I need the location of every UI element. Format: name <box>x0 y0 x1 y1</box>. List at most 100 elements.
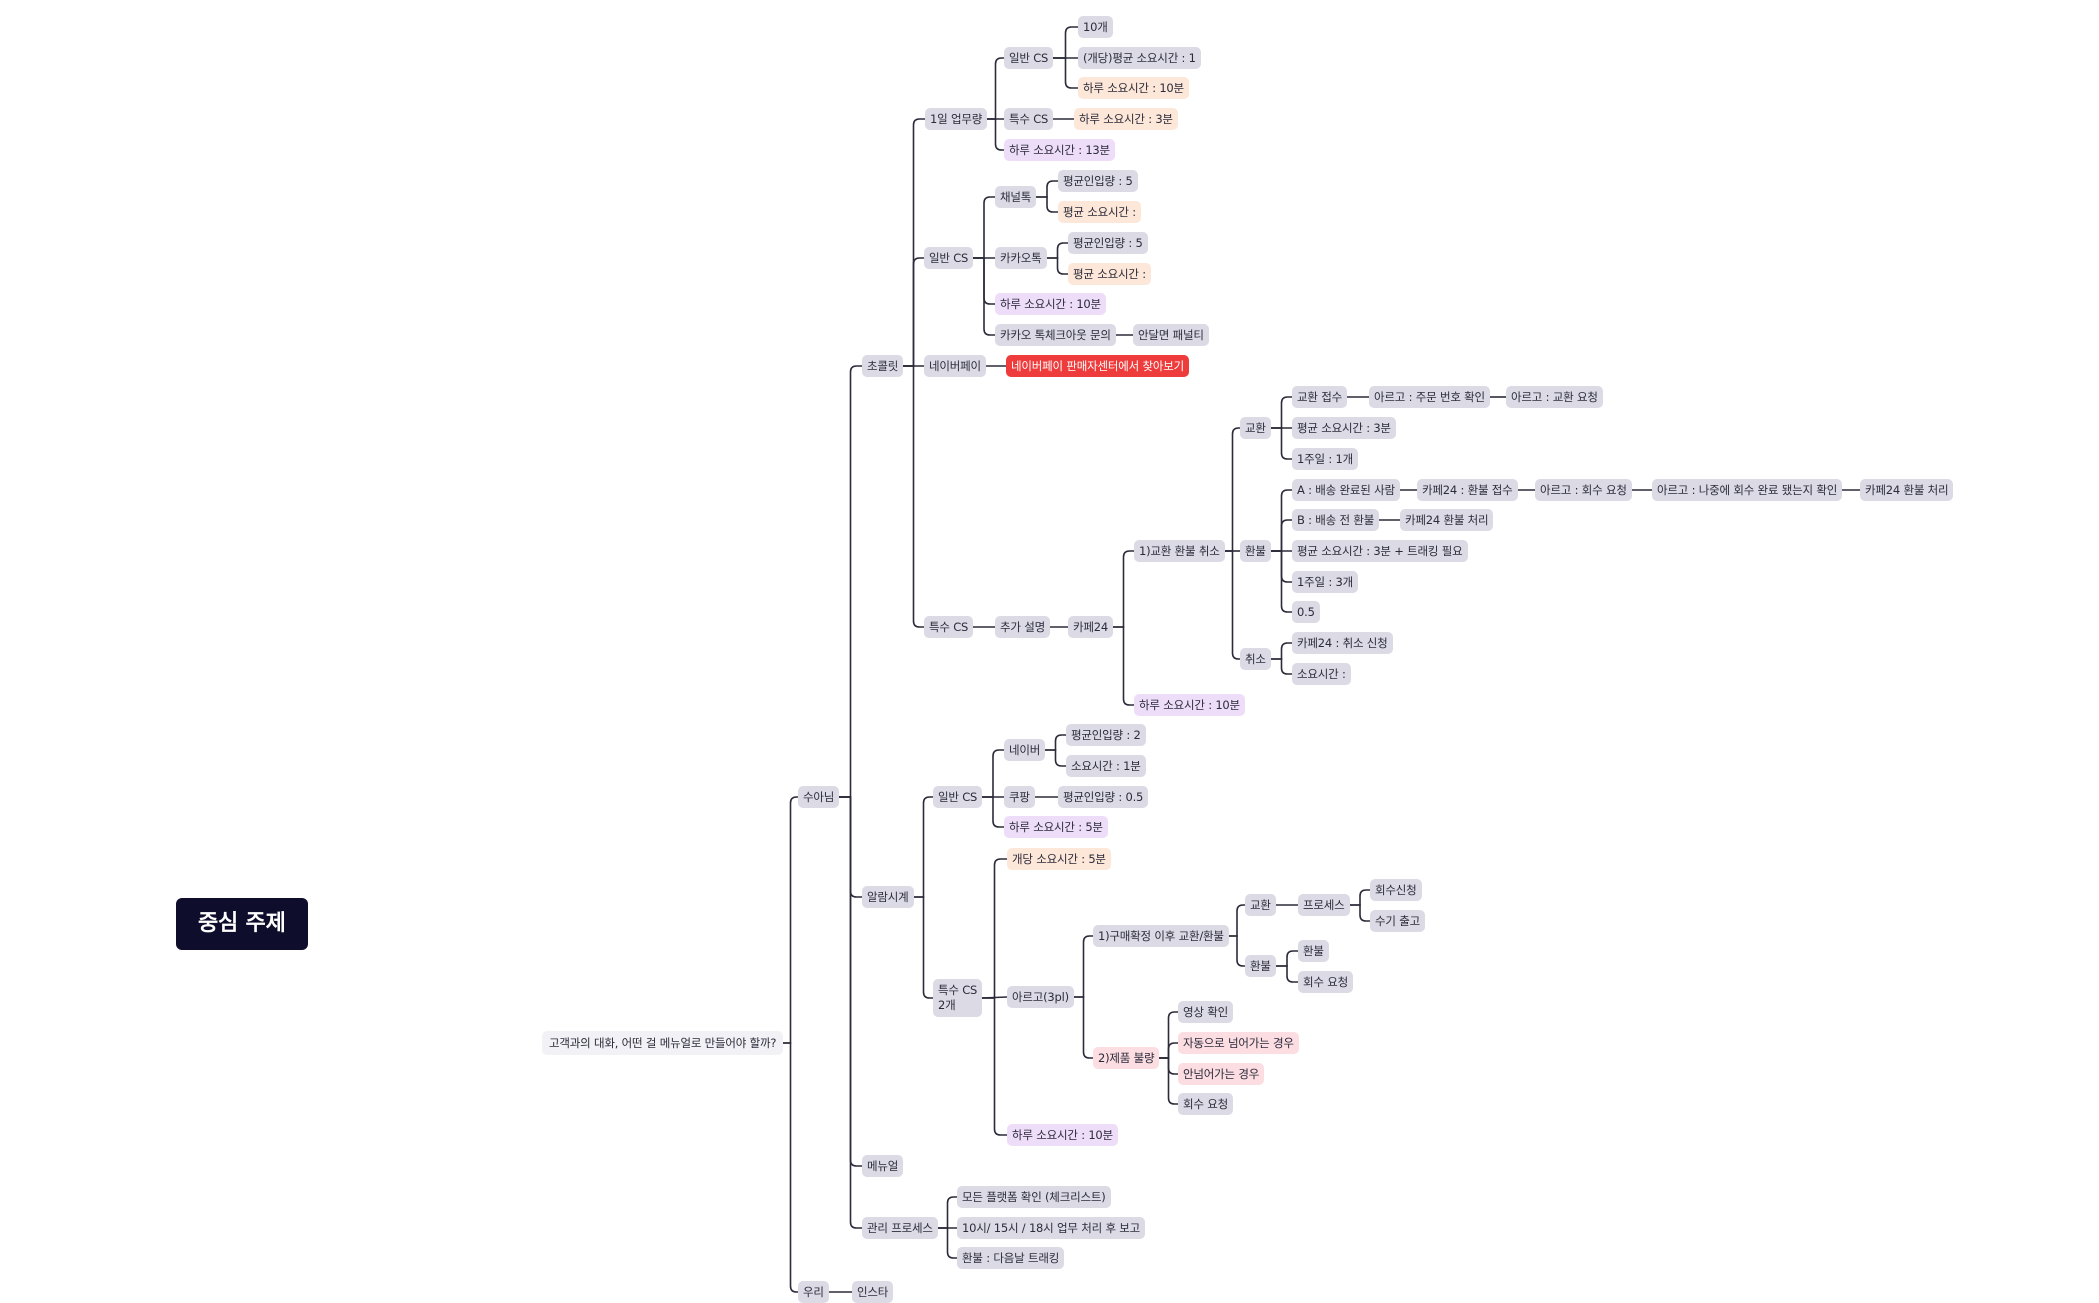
node-aw-rf-recall[interactable]: 회수 요청 <box>1298 971 1353 993</box>
node-ex-week1[interactable]: 1주일 : 1개 <box>1292 448 1358 470</box>
node-cs-spec-a[interactable]: 특수 CS <box>1004 108 1054 130</box>
node-naverpay-find[interactable]: 네이버페이 판매자센터에서 찾아보기 <box>1006 355 1189 377</box>
node-channeltalk[interactable]: 채널톡 <box>995 186 1037 208</box>
connector-line <box>839 365 862 798</box>
node-aw-naver[interactable]: 네이버 <box>1004 739 1046 761</box>
connector-line <box>1159 1042 1178 1059</box>
node-daily-10m-a[interactable]: 하루 소요시간 : 10분 <box>1078 77 1189 99</box>
connector-line <box>783 1042 798 1293</box>
node-cnt10[interactable]: 10개 <box>1078 16 1113 38</box>
node-kk-in5[interactable]: 평균인입량 : 5 <box>1068 232 1148 254</box>
connector-line <box>1271 396 1292 429</box>
node-rf-b-cafe[interactable]: 카페24 환불 처리 <box>1400 509 1494 531</box>
connector-line <box>938 1196 957 1229</box>
node-ex-refund-cancel[interactable]: 1)교환 환불 취소 <box>1134 540 1225 562</box>
node-cs-gen-a[interactable]: 일반 CS <box>1004 47 1054 69</box>
node-aw-cp-in[interactable]: 평균인입량 : 0.5 <box>1058 786 1149 808</box>
connector-line <box>1113 626 1134 706</box>
node-mg-refund[interactable]: 환불 : 다음날 트래킹 <box>957 1247 1065 1269</box>
node-ch-avg[interactable]: 평균 소요시간 : <box>1058 201 1141 223</box>
connector-line <box>982 997 1007 1136</box>
node-rf-week[interactable]: 1주일 : 3개 <box>1292 571 1358 593</box>
node-daily-3m[interactable]: 하루 소요시간 : 3분 <box>1074 108 1178 130</box>
node-aw-recall-req[interactable]: 회수 요청 <box>1178 1093 1233 1115</box>
node-rf-a-cafe[interactable]: 카페24 : 환불 접수 <box>1417 479 1518 501</box>
connector-line <box>1229 904 1245 937</box>
node-alarm-watch[interactable]: 알람시계 <box>862 886 914 908</box>
connector-line <box>1047 242 1068 259</box>
connector-line <box>839 796 862 1229</box>
node-cc-time[interactable]: 소요시간 : <box>1292 663 1351 685</box>
node-aw-after[interactable]: 1)구매확정 이후 교환/환불 <box>1093 925 1229 947</box>
node-aw-video[interactable]: 영상 확인 <box>1178 1001 1233 1023</box>
node-aw-defect[interactable]: 2)제품 불량 <box>1093 1047 1160 1069</box>
node-penalty[interactable]: 안달면 패널티 <box>1133 324 1209 346</box>
node-extra-desc[interactable]: 추가 설명 <box>995 616 1050 638</box>
node-rf-b[interactable]: B : 배송 전 환불 <box>1292 509 1380 531</box>
node-argo-ex-req[interactable]: 아르고 : 교환 요청 <box>1506 386 1603 408</box>
node-aw-exchange[interactable]: 교환 <box>1245 894 1276 916</box>
node-mg-report[interactable]: 10시/ 15시 / 18시 업무 처리 후 보고 <box>957 1217 1146 1239</box>
node-rf-a-cafe2[interactable]: 카페24 환불 처리 <box>1860 479 1954 501</box>
connector-line <box>1045 749 1066 767</box>
node-aw-daily5[interactable]: 하루 소요시간 : 5분 <box>1004 816 1108 838</box>
node-daily-13m[interactable]: 하루 소요시간 : 13분 <box>1004 139 1115 161</box>
node-rf-a[interactable]: A : 배송 완료된 사람 <box>1292 479 1400 501</box>
node-kakao-checkout[interactable]: 카카오 톡체크아웃 문의 <box>995 324 1116 346</box>
node-ex-avg3[interactable]: 평균 소요시간 : 3분 <box>1292 417 1396 439</box>
node-argo-order[interactable]: 아르고 : 주문 번호 확인 <box>1369 386 1490 408</box>
node-rf-05[interactable]: 0.5 <box>1292 601 1320 623</box>
node-kakaotalk[interactable]: 카카오톡 <box>995 247 1047 269</box>
node-cs-gen-b[interactable]: 일반 CS <box>924 247 974 269</box>
node-ex-receipt[interactable]: 교환 접수 <box>1292 386 1347 408</box>
connector-line <box>973 196 995 259</box>
node-aw-each5[interactable]: 개당 소요시간 : 5분 <box>1007 848 1111 870</box>
node-kk-avg[interactable]: 평균 소요시간 : <box>1068 263 1151 285</box>
center-topic-node[interactable]: 중심 주제 <box>176 898 308 950</box>
node-chocolate[interactable]: 초콜릿 <box>862 355 904 377</box>
node-cafe24[interactable]: 카페24 <box>1068 616 1113 638</box>
node-aw-nv-in[interactable]: 평균인입량 : 2 <box>1066 724 1146 746</box>
node-aw-process[interactable]: 프로세스 <box>1298 894 1350 916</box>
node-cancel[interactable]: 취소 <box>1240 648 1271 670</box>
node-rf-a-argo2[interactable]: 아르고 : 나중에 회수 완료 됐는지 확인 <box>1652 479 1843 501</box>
root-question-node[interactable]: 고객과의 대화, 어떤 걸 메뉴얼로 만들어야 할까? <box>542 1031 784 1055</box>
node-cs-spec-b[interactable]: 특수 CS <box>924 616 974 638</box>
node-rf-a-argo[interactable]: 아르고 : 회수 요청 <box>1535 479 1632 501</box>
node-mgmt[interactable]: 관리 프로세스 <box>862 1217 938 1239</box>
node-aw-spec[interactable]: 특수 CS 2개 <box>933 979 983 1017</box>
node-aw-auto[interactable]: 자동으로 넘어가는 경우 <box>1178 1032 1299 1054</box>
node-manual[interactable]: 메뉴얼 <box>862 1155 904 1177</box>
node-aw-notauto[interactable]: 안넘어가는 경우 <box>1178 1063 1265 1085</box>
node-aw-rf[interactable]: 환불 <box>1298 940 1329 962</box>
node-rf-avg[interactable]: 평균 소요시간 : 3분 + 트래킹 필요 <box>1292 540 1468 562</box>
node-uri[interactable]: 우리 <box>798 1281 829 1303</box>
node-naverpay[interactable]: 네이버페이 <box>924 355 986 377</box>
node-daily-10m-c[interactable]: 하루 소요시간 : 10분 <box>1134 694 1245 716</box>
node-insta[interactable]: 인스타 <box>852 1281 894 1303</box>
node-aw-nv-time[interactable]: 소요시간 : 1분 <box>1066 755 1146 777</box>
connector-line <box>1225 427 1240 552</box>
node-aw-daily10[interactable]: 하루 소요시간 : 10분 <box>1007 1124 1118 1146</box>
node-aw-manual[interactable]: 수기 출고 <box>1370 910 1425 932</box>
node-avg-time-1[interactable]: (개당)평균 소요시간 : 1 <box>1078 47 1201 69</box>
connector-line <box>1271 519 1292 552</box>
connector-line <box>1271 489 1292 552</box>
node-exchange[interactable]: 교환 <box>1240 417 1271 439</box>
connector-line <box>1276 950 1298 967</box>
node-cc-cafe[interactable]: 카페24 : 취소 신청 <box>1292 632 1393 654</box>
node-ch-in5[interactable]: 평균인입량 : 5 <box>1058 170 1138 192</box>
node-daily-10m-b[interactable]: 하루 소요시간 : 10분 <box>995 293 1106 315</box>
node-aw-refund[interactable]: 환불 <box>1245 955 1276 977</box>
node-aw-coupang[interactable]: 쿠팡 <box>1004 786 1035 808</box>
node-refund[interactable]: 환불 <box>1240 540 1271 562</box>
node-mg-check[interactable]: 모든 플랫폼 확인 (체크리스트) <box>957 1186 1111 1208</box>
connector-line <box>1350 904 1370 922</box>
node-sua[interactable]: 수아님 <box>798 786 840 808</box>
node-aw-recall[interactable]: 회수신청 <box>1370 879 1422 901</box>
node-aw-argo[interactable]: 아르고(3pl) <box>1007 986 1074 1008</box>
node-aw-gen[interactable]: 일반 CS <box>933 786 983 808</box>
connector-line <box>1074 996 1093 1059</box>
node-daily-work[interactable]: 1일 업무량 <box>925 108 988 130</box>
connector-line <box>973 257 995 336</box>
